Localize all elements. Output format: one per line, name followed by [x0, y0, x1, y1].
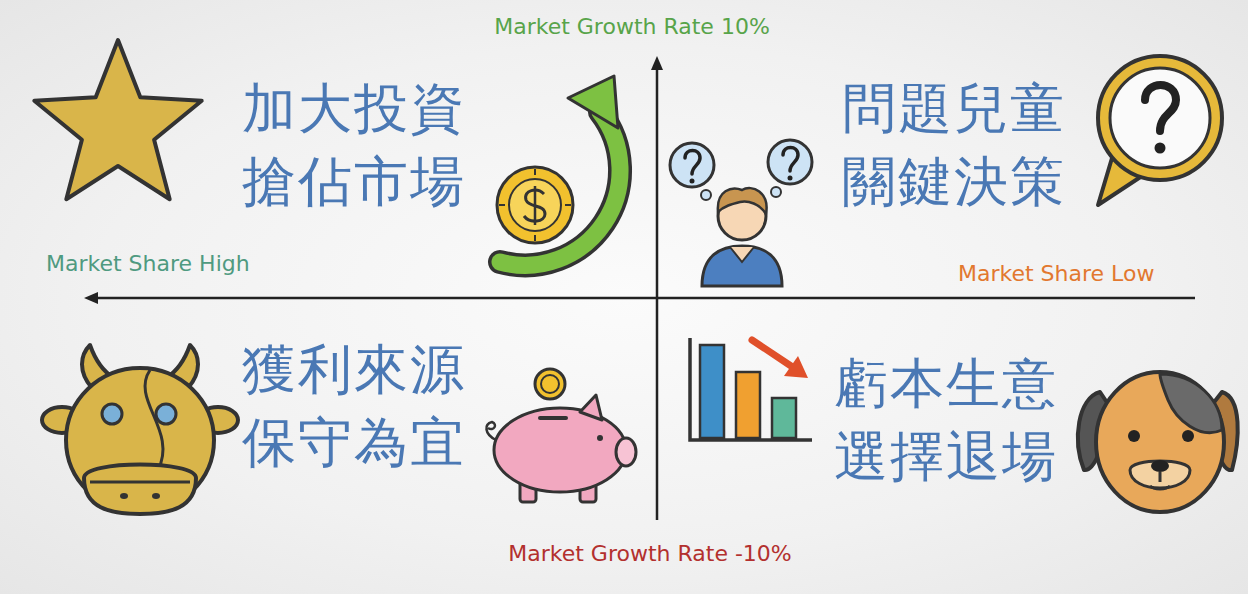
- falling-chart-icon: [690, 338, 812, 440]
- piggy-bank-icon: [486, 369, 636, 502]
- dog-icon: [1078, 372, 1238, 512]
- axis-arrowhead: [651, 56, 663, 70]
- axis-label: Market Growth Rate 10%: [494, 14, 770, 40]
- vertical-axis: [656, 68, 659, 520]
- axis-label: Market Share Low: [958, 261, 1154, 287]
- axis-arrowhead: [84, 292, 98, 304]
- axes: [84, 56, 1195, 520]
- cow-icon: [42, 345, 238, 514]
- question-bubble-icon: [1098, 56, 1222, 205]
- quadrant-text: 虧本生意 選擇退場: [834, 347, 1074, 494]
- axis-label: Market Growth Rate -10%: [508, 541, 792, 567]
- quadrant-text: 獲利來源 保守為宜: [242, 333, 482, 480]
- coin-arrow-icon: [497, 76, 620, 265]
- quadrant-text: 加大投資 搶佔市場: [242, 72, 482, 219]
- star-icon: [34, 40, 201, 199]
- axis-label: Market Share High: [46, 251, 250, 277]
- thinking-person-icon: [670, 140, 812, 286]
- horizontal-axis: [96, 297, 1195, 300]
- quadrant-text: 問題兒童 關鍵決策: [842, 72, 1082, 219]
